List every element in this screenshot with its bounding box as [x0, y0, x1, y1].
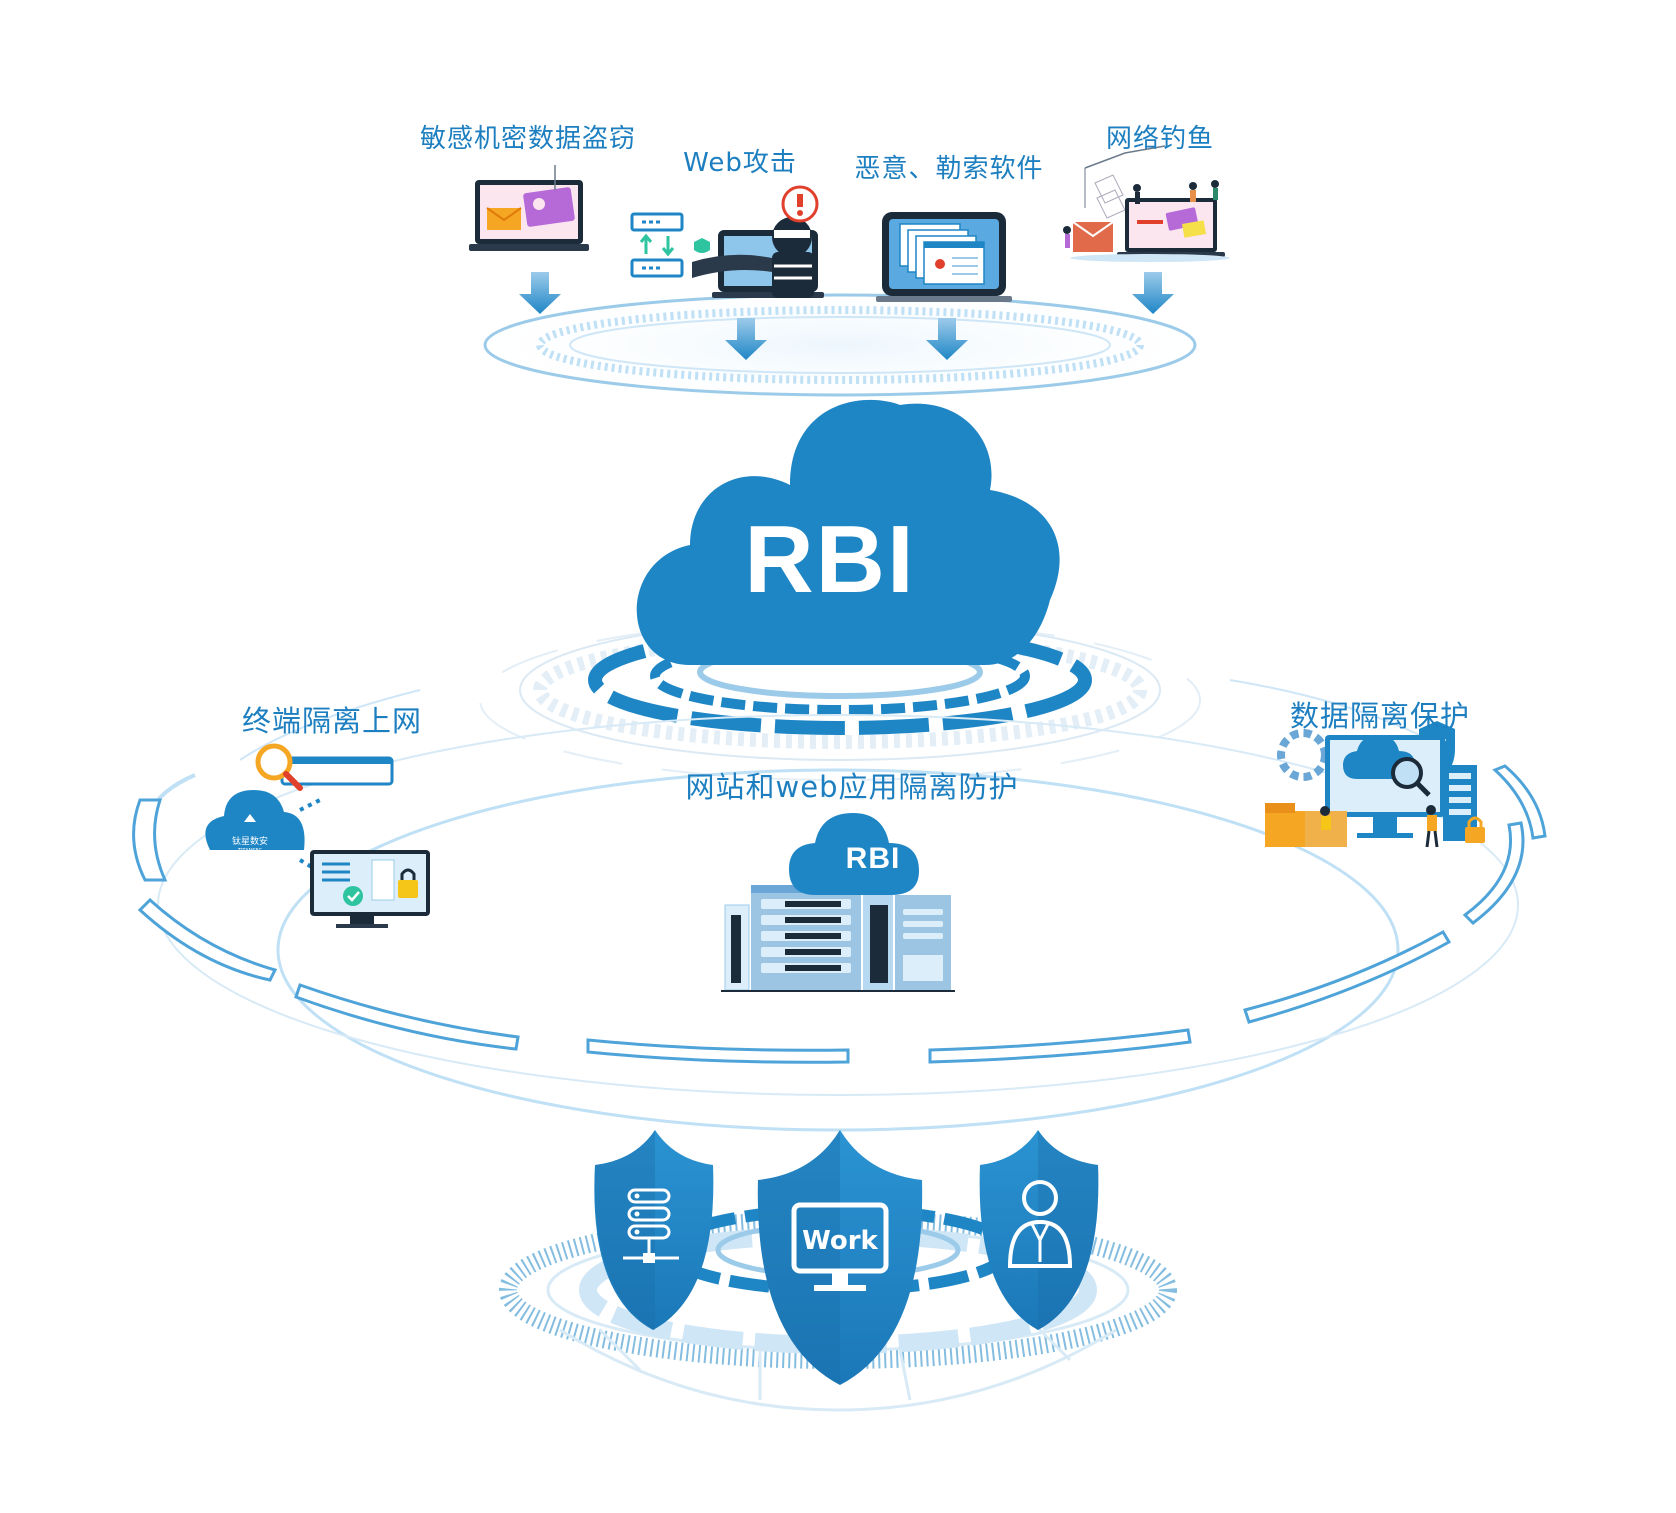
work-shield-icon: Work: [757, 1130, 923, 1385]
solution-label-data: 数据隔离保护: [1289, 699, 1471, 733]
laptop-data-theft-icon: [469, 165, 589, 251]
cloud-logo-subtext: TITANSEC: [237, 848, 263, 854]
threat-arrows: [519, 272, 1174, 360]
solution-label-web: 网站和web应用隔离防护: [685, 770, 1019, 804]
threat-label-malware: 恶意、勒索软件: [854, 154, 1044, 184]
threat-label-phishing: 网络钓鱼: [1105, 124, 1215, 154]
data-protection-icon: [1265, 721, 1485, 848]
solution-label-endpoint: 终端隔离上网: [241, 704, 423, 738]
server-shield-icon: [594, 1130, 714, 1330]
threat-label-web-attack: Web攻击: [683, 148, 797, 178]
endpoint-isolation-icon: 钛星数安 TITANSEC: [205, 743, 430, 928]
work-label: Work: [802, 1226, 878, 1256]
cloud-logo-text: 钛星数安: [232, 835, 268, 847]
threat-platform: [430, 280, 1250, 410]
phishing-laptop-icon: [1063, 145, 1230, 262]
malware-windows-icon: [876, 212, 1012, 302]
hacker-laptop-icon: [630, 185, 824, 298]
outer-ring: [132, 679, 1547, 1132]
server-rbi-badge: RBI: [845, 842, 901, 875]
rbi-cloud-label: RBI: [744, 506, 916, 613]
threat-label-data-theft: 敏感机密数据盗窃: [419, 124, 637, 154]
rbi-cloud: [636, 399, 1060, 665]
rbi-server-icon: [721, 813, 955, 992]
user-shield-icon: [979, 1130, 1099, 1330]
